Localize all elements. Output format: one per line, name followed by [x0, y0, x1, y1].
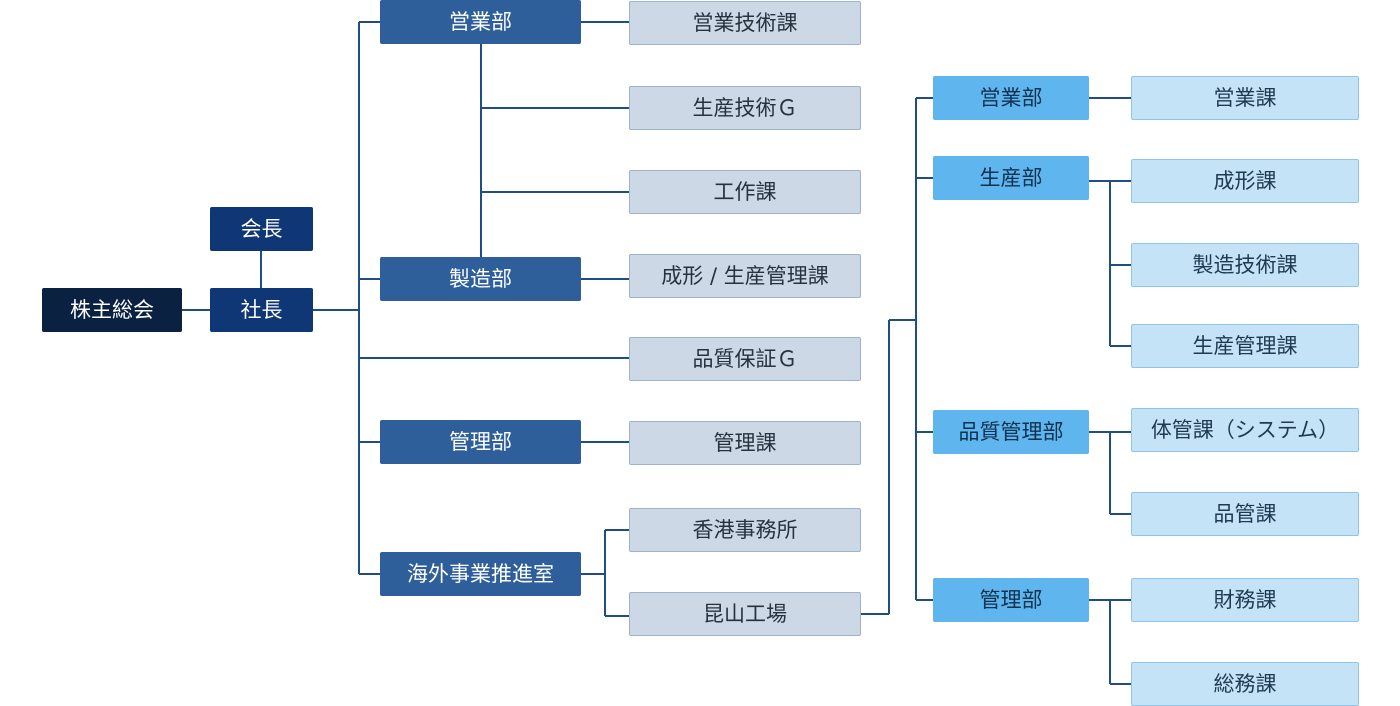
node-kunshan-dept-quality: 品質管理部: [933, 410, 1089, 454]
node-label: 株主総会: [70, 297, 154, 322]
node-section-production-engineering: 生産技術Ｇ: [629, 86, 861, 130]
node-label: 会長: [240, 216, 283, 241]
node-label: 社長: [240, 297, 283, 322]
node-label: 財務課: [1213, 587, 1277, 612]
node-kunshan-section-sales: 営業課: [1131, 76, 1359, 120]
node-section-admin: 管理課: [629, 421, 861, 465]
node-label: 生産技術Ｇ: [692, 95, 798, 120]
node-label: 営業課: [1213, 85, 1277, 110]
node-dept-overseas: 海外事業推進室: [380, 552, 581, 596]
node-label: 品質管理部: [958, 419, 1064, 444]
node-label: 成形課: [1213, 168, 1277, 193]
node-kunshan-section-finance: 財務課: [1131, 578, 1359, 622]
node-kunshan-section-mfg-engineering: 製造技術課: [1131, 243, 1359, 287]
node-label: 昆山工場: [703, 601, 787, 626]
node-kunshan-section-general-affairs: 総務課: [1131, 662, 1359, 706]
node-dept-manufacturing: 製造部: [380, 257, 581, 301]
node-kunshan-dept-sales: 営業部: [933, 76, 1089, 120]
node-office-hongkong: 香港事務所: [629, 508, 861, 552]
node-kunshan-section-quality-control: 品管課: [1131, 492, 1359, 536]
node-section-workshop: 工作課: [629, 170, 861, 214]
node-chairman: 会長: [210, 207, 313, 251]
node-president: 社長: [210, 288, 313, 332]
node-kunshan-section-molding: 成形課: [1131, 159, 1359, 203]
node-label: 工作課: [713, 179, 777, 204]
node-label: 総務課: [1213, 671, 1277, 696]
node-label: 品管課: [1213, 501, 1277, 526]
node-label: 生産管理課: [1192, 333, 1298, 358]
node-dept-sales: 営業部: [380, 0, 581, 44]
node-label: 生産部: [979, 165, 1043, 190]
node-label: 管理部: [449, 429, 512, 454]
node-label: 営業部: [449, 9, 512, 34]
node-section-molding-production: 成形 / 生産管理課: [629, 254, 861, 298]
node-label: 成形 / 生産管理課: [661, 263, 829, 288]
node-label: 海外事業推進室: [407, 561, 554, 586]
node-dept-admin: 管理部: [380, 420, 581, 464]
node-label: 営業技術課: [692, 10, 798, 35]
node-section-quality-assurance: 品質保証Ｇ: [629, 337, 861, 381]
node-office-kunshan: 昆山工場: [629, 592, 861, 636]
node-label: 品質保証Ｇ: [692, 346, 798, 371]
node-section-sales-engineering: 営業技術課: [629, 1, 861, 45]
node-kunshan-section-system: 体管課（システム）: [1131, 408, 1359, 452]
node-label: 製造部: [449, 266, 512, 291]
node-label: 体管課（システム）: [1150, 417, 1340, 442]
node-kunshan-dept-admin: 管理部: [933, 578, 1089, 622]
node-label: 製造技術課: [1192, 252, 1298, 277]
node-label: 管理課: [713, 430, 777, 455]
node-label: 管理部: [979, 587, 1043, 612]
node-shareholders: 株主総会: [42, 288, 182, 332]
node-kunshan-dept-production: 生産部: [933, 156, 1089, 200]
node-kunshan-section-production-control: 生産管理課: [1131, 324, 1359, 368]
node-label: 営業部: [979, 85, 1043, 110]
node-label: 香港事務所: [692, 517, 798, 542]
